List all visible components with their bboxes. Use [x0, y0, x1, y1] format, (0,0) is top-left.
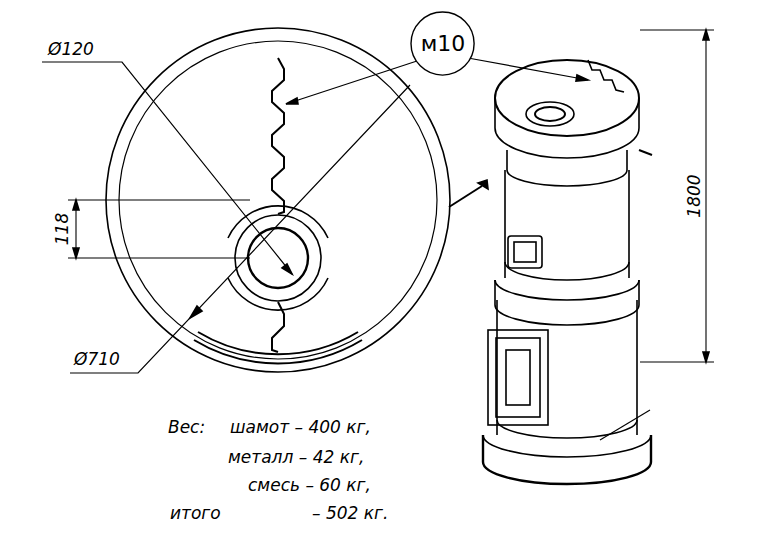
leader-line — [286, 60, 420, 104]
leader-line — [70, 85, 410, 373]
weight-note: смесь – 60 кг, — [246, 476, 373, 495]
arrow-head — [73, 200, 79, 258]
dimension-text: 118 — [53, 211, 72, 247]
door-arc — [194, 332, 362, 363]
arrow-head — [286, 98, 298, 104]
handle-knob — [478, 180, 488, 189]
flue-hole — [248, 228, 308, 288]
leader-line — [42, 62, 292, 274]
arrow-head — [703, 30, 709, 362]
dimension-line — [68, 200, 250, 258]
dimension-text: Ø710 — [72, 350, 122, 369]
leader-line — [600, 410, 650, 440]
weight-note: итого — [168, 504, 223, 523]
seam — [272, 58, 284, 214]
arrow-head — [576, 75, 588, 81]
arrow-head — [282, 264, 292, 274]
seam — [272, 302, 284, 352]
weight-note: Вес: — [166, 418, 207, 437]
dimension-text: 1800 — [685, 172, 704, 219]
dimension-text: Ø120 — [46, 40, 96, 59]
arrow-head — [190, 306, 202, 318]
stove-view — [483, 60, 652, 484]
callout-circle: м10 — [409, 10, 476, 77]
leader-line — [468, 58, 588, 80]
callout-text: м10 — [409, 31, 476, 56]
dimension-line — [640, 30, 714, 362]
handle — [449, 186, 482, 207]
weight-note: металл – 42 кг, — [226, 448, 366, 467]
weight-note: шамот – 400 кг, — [228, 418, 373, 437]
weight-note: – 502 кг. — [310, 504, 390, 523]
